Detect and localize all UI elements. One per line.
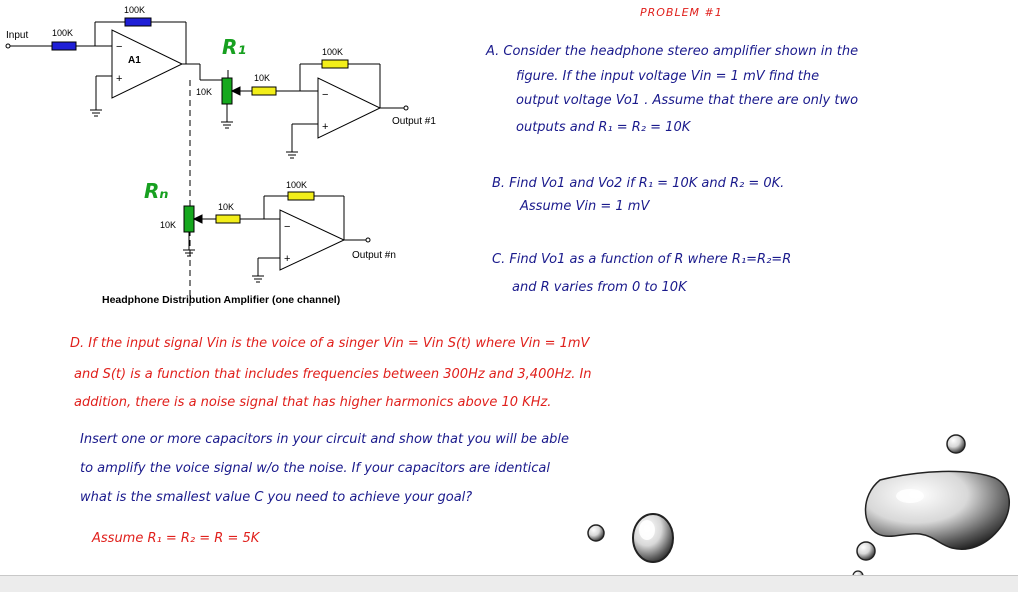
- series-resistor-1-label: 10K: [254, 73, 270, 83]
- series-resistor-n: [215, 214, 241, 224]
- series-resistor-1: [251, 86, 277, 96]
- part-a-line-2: figure. If the input voltage Vin = 1 mV …: [516, 69, 819, 84]
- part-a-line-1: A. Consider the headphone stereo amplifi…: [485, 44, 858, 59]
- pot-rn: [183, 205, 195, 233]
- part-c-line-1: C. Find Vo1 as a function of R where R₁=…: [492, 252, 791, 267]
- part-b-line-2: Assume Vin = 1 mV: [519, 199, 650, 214]
- problem-title: PROBLEM #1: [640, 6, 723, 19]
- large-droplet: [864, 470, 1011, 550]
- part-c-line-2: and R varies from 0 to 10K: [512, 280, 688, 295]
- part-d-line-2: and S(t) is a function that includes fre…: [74, 367, 592, 382]
- pot-rn-label: 10K: [160, 220, 176, 230]
- bottom-scrollbar[interactable]: [0, 575, 1018, 592]
- feedback-resistor-1: [321, 59, 349, 69]
- part-a: A. Consider the headphone stereo amplifi…: [485, 44, 858, 135]
- opamp-a1-plus: +: [116, 73, 122, 85]
- feedback-resistor-n-label: 100K: [286, 180, 307, 190]
- part-a-line-4: outputs and R₁ = R₂ = 10K: [516, 120, 692, 135]
- part-e-line-3: what is the smallest value C you need to…: [80, 490, 472, 505]
- opamp-1-plus: +: [322, 121, 328, 133]
- pot-rn-wiper-arrow: [192, 214, 203, 224]
- opamp-a1: [111, 29, 184, 99]
- water-droplets: [587, 434, 1011, 582]
- assume-note: Assume R₁ = R₂ = R = 5K: [91, 531, 261, 546]
- opamp-n-plus: +: [284, 253, 290, 265]
- feedback-resistor-1-label: 100K: [322, 47, 343, 57]
- droplet-small-1: [587, 524, 605, 542]
- feedback-resistor-a1: [124, 17, 152, 27]
- opamp-1: [317, 77, 382, 139]
- part-a-line-3: output voltage Vo1 . Assume that there a…: [516, 93, 858, 108]
- opamp-a1-minus: −: [116, 41, 122, 53]
- pot-r1: [221, 77, 233, 105]
- opamp-n-minus: −: [284, 221, 290, 233]
- outputn-label: Output #n: [352, 250, 396, 261]
- series-resistor-n-label: 10K: [218, 202, 234, 212]
- part-e-line-2: to amplify the voice signal w/o the nois…: [80, 461, 550, 476]
- droplet-medium: [632, 513, 674, 563]
- input-terminal: [5, 43, 11, 49]
- part-b-line-1: B. Find Vo1 and Vo2 if R₁ = 10K and R₂ =…: [492, 176, 784, 191]
- part-e-line-1: Insert one or more capacitors in your ci…: [80, 432, 569, 447]
- part-d-line-1: D. If the input signal Vin is the voice …: [70, 336, 591, 351]
- rn-handwritten-label: Rₙ: [144, 179, 169, 203]
- r1-handwritten-label: R₁: [222, 35, 246, 59]
- part-b: B. Find Vo1 and Vo2 if R₁ = 10K and R₂ =…: [492, 176, 784, 214]
- droplet-small-3: [856, 541, 876, 561]
- output1-terminal: [403, 105, 409, 111]
- part-c: C. Find Vo1 as a function of R where R₁=…: [492, 252, 791, 295]
- opamp-a1-label: A1: [128, 55, 141, 66]
- output1-label: Output #1: [392, 116, 436, 127]
- opamp-n: [279, 209, 346, 271]
- outputn-terminal: [365, 237, 371, 243]
- droplet-medium-highlight: [639, 520, 655, 540]
- feedback-resistor-n: [287, 191, 315, 201]
- feedback-resistor-a1-label: 100K: [124, 5, 145, 15]
- schematic: [5, 17, 409, 310]
- pot-r1-wiper-arrow: [230, 86, 241, 96]
- opamp-1-minus: −: [322, 89, 328, 101]
- input-label: Input: [6, 30, 28, 41]
- schematic-caption: Headphone Distribution Amplifier (one ch…: [102, 294, 340, 306]
- part-d: D. If the input signal Vin is the voice …: [70, 336, 592, 410]
- pot-r1-label: 10K: [196, 87, 212, 97]
- input-resistor: [51, 41, 77, 51]
- part-d-line-3: addition, there is a noise signal that h…: [74, 395, 551, 410]
- part-e: Insert one or more capacitors in your ci…: [80, 432, 569, 505]
- large-droplet-highlight: [896, 489, 924, 503]
- input-resistor-label: 100K: [52, 28, 73, 38]
- droplet-small-2: [946, 434, 966, 454]
